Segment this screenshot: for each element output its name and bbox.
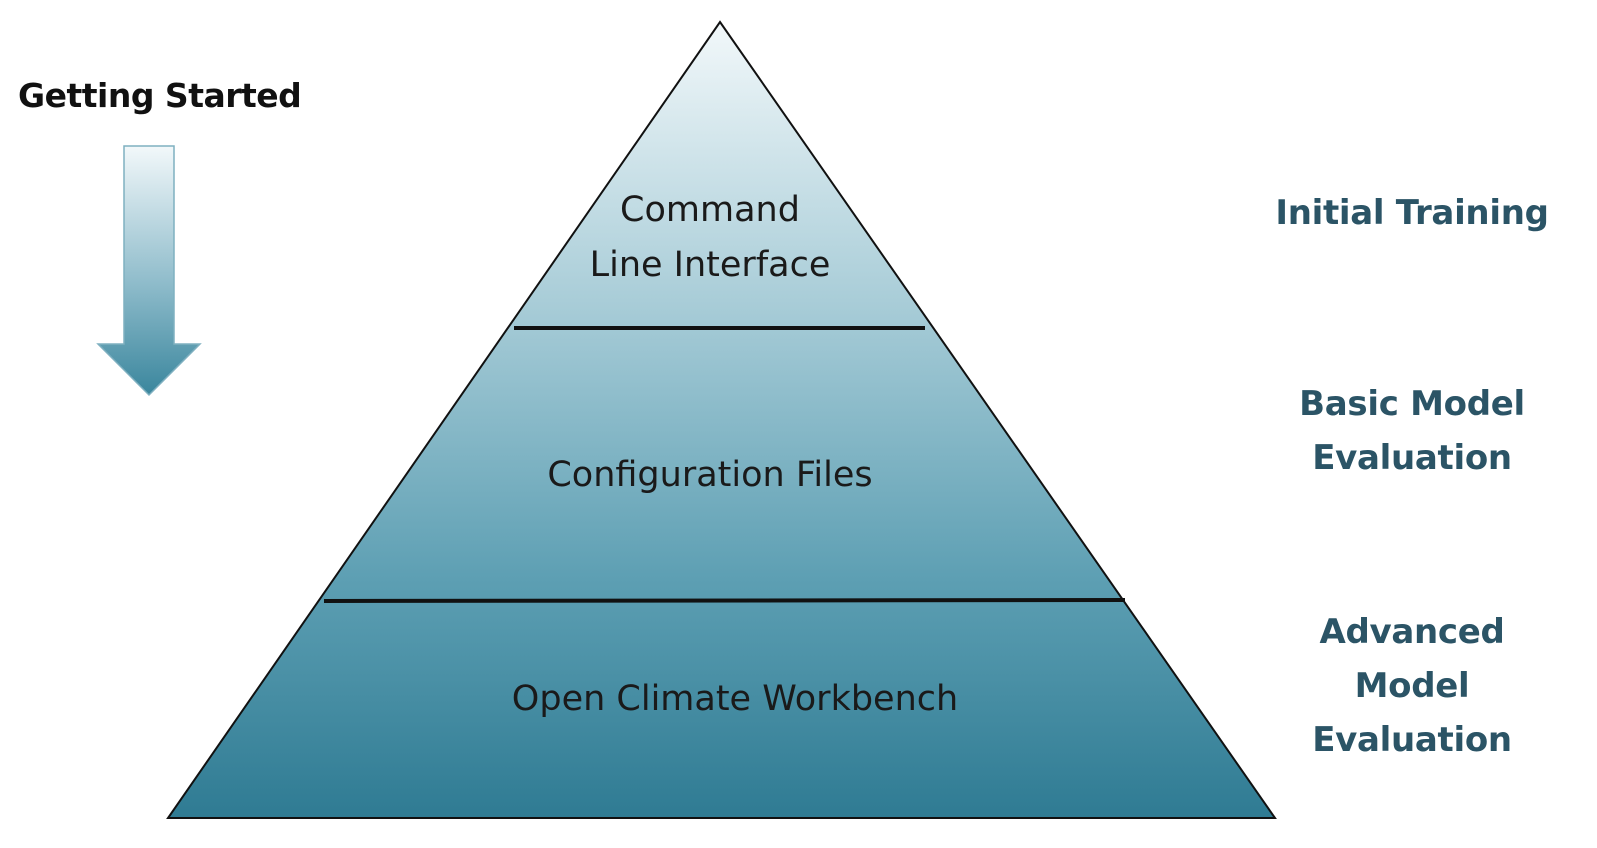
level-label-advanced-model-evaluation: Advanced Model Evaluation <box>1252 605 1572 767</box>
level-label-basic-model-evaluation: Basic Model Evaluation <box>1252 377 1572 485</box>
tier-line: Configuration Files <box>547 455 873 495</box>
tier-open-climate-workbench: Open Climate Workbench <box>385 672 1085 727</box>
tier-configuration-files: Configuration Files <box>410 448 1010 503</box>
getting-started-title: Getting Started <box>18 76 302 115</box>
level-label-initial-training: Initial Training <box>1252 186 1572 240</box>
down-arrow-icon <box>96 145 202 397</box>
level-label-line: Basic Model <box>1299 384 1525 424</box>
tier-line: Command <box>620 190 800 230</box>
tier-line: Line Interface <box>589 245 831 285</box>
pyramid-shape <box>166 20 1277 819</box>
level-label-line: Evaluation <box>1312 720 1512 760</box>
level-label-line: Model <box>1354 666 1470 706</box>
tier-line: Open Climate Workbench <box>511 679 959 719</box>
level-label-line: Initial Training <box>1275 193 1549 233</box>
level-label-line: Evaluation <box>1312 438 1512 478</box>
tier-divider-bottom <box>323 598 1126 603</box>
level-label-line: Advanced <box>1319 612 1505 652</box>
tier-command-line-interface: Command Line Interface <box>510 183 910 293</box>
